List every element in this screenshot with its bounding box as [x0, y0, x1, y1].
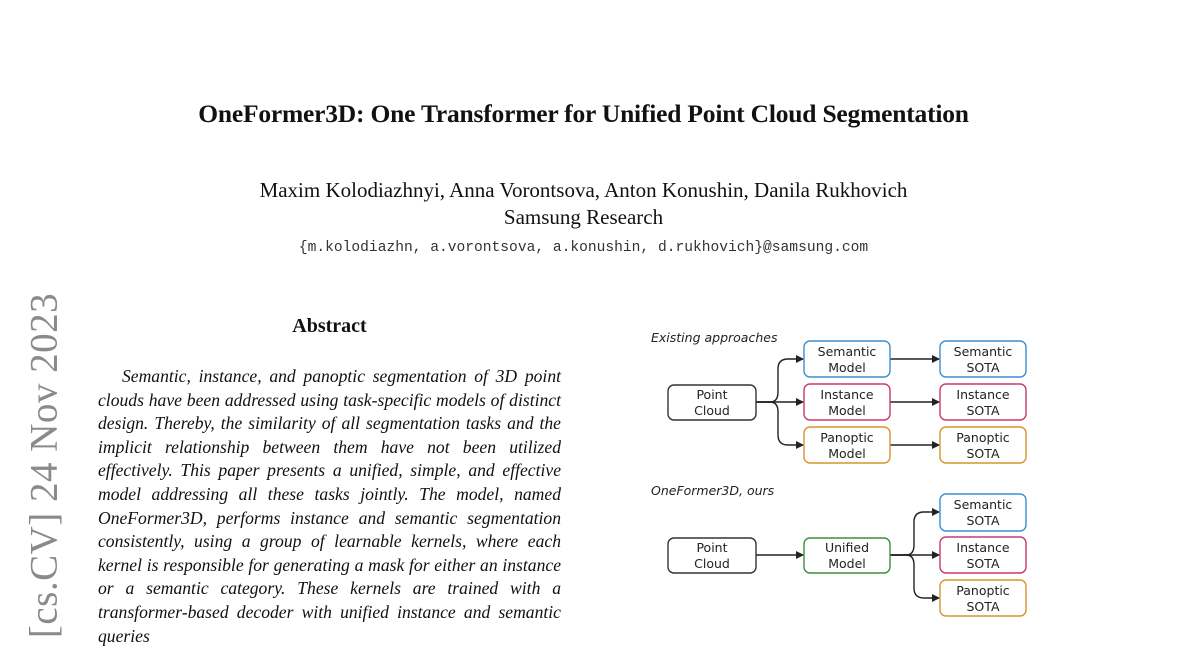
svg-text:Model: Model — [828, 403, 866, 418]
ours-point-cloud-box: Point Cloud — [667, 537, 757, 574]
svg-text:Point: Point — [696, 387, 727, 402]
existing-approaches-label: Existing approaches — [651, 330, 778, 345]
ours-label: OneFormer3D, ours — [651, 483, 775, 498]
svg-text:Model: Model — [828, 556, 866, 571]
svg-text:Semantic: Semantic — [954, 344, 1013, 359]
ours-connectors — [756, 508, 940, 602]
existing-semantic-sota-box: Semantic SOTA — [939, 340, 1027, 378]
svg-text:Panoptic: Panoptic — [820, 430, 874, 445]
svg-text:Cloud: Cloud — [694, 556, 730, 571]
svg-text:Instance: Instance — [820, 387, 873, 402]
arrow-to-panoptic-model — [756, 401, 804, 449]
svg-text:Model: Model — [828, 446, 866, 461]
affiliation: Samsung Research — [503, 205, 664, 229]
svg-text:Panoptic: Panoptic — [956, 430, 1010, 445]
svg-text:SOTA: SOTA — [967, 446, 1000, 461]
instance-model-box: Instance Model — [803, 383, 891, 421]
author-list: Maxim Kolodiazhnyi, Anna Vorontsova, Ant… — [259, 178, 908, 202]
svg-text:Semantic: Semantic — [818, 344, 877, 359]
arxiv-stamp: [cs.CV] 24 Nov 2023 — [22, 292, 66, 639]
arrow-to-semantic-sota — [890, 508, 940, 556]
existing-point-cloud-box: Point Cloud — [667, 384, 757, 421]
existing-connectors — [756, 355, 940, 449]
teaser-diagram: Existing approaches OneFormer3D, ours Po… — [640, 325, 1060, 625]
svg-text:SOTA: SOTA — [967, 360, 1000, 375]
existing-panoptic-sota-box: Panoptic SOTA — [939, 426, 1027, 464]
ours-panoptic-sota-box: Panoptic SOTA — [939, 579, 1027, 617]
svg-text:Model: Model — [828, 360, 866, 375]
svg-text:Instance: Instance — [956, 540, 1009, 555]
svg-text:Point: Point — [696, 540, 727, 555]
existing-instance-sota-box: Instance SOTA — [939, 383, 1027, 421]
paper-title: OneFormer3D: One Transformer for Unified… — [198, 99, 969, 128]
svg-text:SOTA: SOTA — [967, 556, 1000, 571]
author-emails: {m.kolodiazhn, a.vorontsova, a.konushin,… — [298, 240, 869, 256]
abstract-heading: Abstract — [292, 315, 367, 337]
abstract-text: Semantic, instance, and panoptic segment… — [98, 366, 561, 646]
svg-text:SOTA: SOTA — [967, 513, 1000, 528]
svg-text:SOTA: SOTA — [967, 403, 1000, 418]
arrow-to-semantic-model — [756, 355, 804, 403]
unified-model-box: Unified Model — [803, 537, 891, 574]
diagram-canvas: Existing approaches OneFormer3D, ours Po… — [651, 330, 1027, 617]
svg-text:Cloud: Cloud — [694, 403, 730, 418]
svg-text:Instance: Instance — [956, 387, 1009, 402]
panoptic-model-box: Panoptic Model — [803, 426, 891, 464]
semantic-model-box: Semantic Model — [803, 340, 891, 378]
svg-text:Semantic: Semantic — [954, 497, 1013, 512]
svg-text:Panoptic: Panoptic — [956, 583, 1010, 598]
ours-instance-sota-box: Instance SOTA — [939, 536, 1027, 574]
arrow-to-panoptic-sota — [890, 554, 940, 602]
ours-semantic-sota-box: Semantic SOTA — [939, 493, 1027, 532]
svg-text:Unified: Unified — [825, 540, 869, 555]
svg-text:SOTA: SOTA — [967, 599, 1000, 614]
